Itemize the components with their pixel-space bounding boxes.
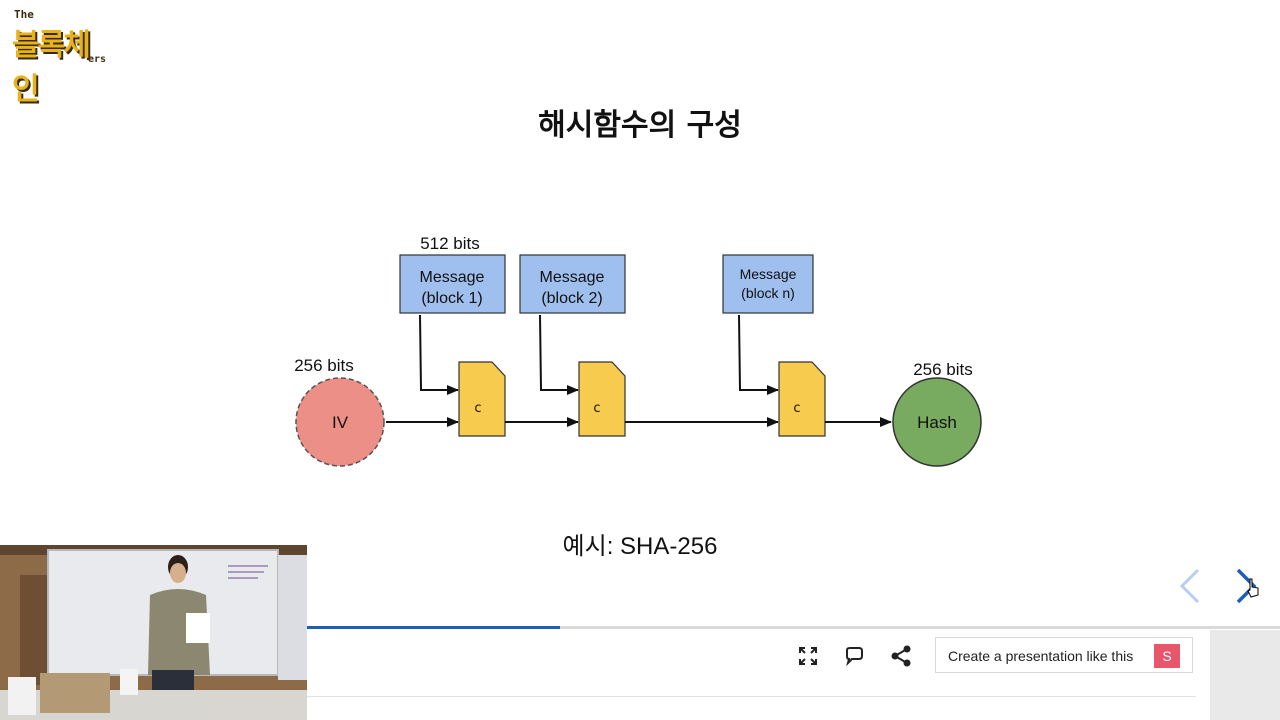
iv-node: IV [295,377,385,467]
page-edge-strip [1210,630,1280,720]
message-block-n-line2: (block n) [741,285,795,301]
iv-label: IV [332,413,349,432]
slide-title: 해시함수의 구성 [538,108,742,143]
logo-ers-text: ers [88,54,107,65]
iv-bits-label: 256 bits [294,356,354,375]
message-block-2-line2: (block 2) [541,290,602,307]
message-block-2-line1: Message [540,269,605,286]
message-block-n: Message (block n) [722,254,814,314]
toolbar-divider [307,696,1196,697]
compression-label-2: c [593,401,600,416]
logo-main-text: 블록체인 [12,28,91,107]
compression-label-1: c [474,401,481,416]
compression-label-n: c [793,401,800,416]
message-bits-label: 512 bits [420,234,480,253]
slide-progress-fill [307,626,560,629]
message-block-1-line2: (block 1) [421,290,482,307]
webcam-overlay [0,545,307,720]
presentation-toolbar: Create a presentation like this S [307,630,1210,720]
comment-icon[interactable] [842,644,866,668]
create-presentation-button[interactable]: Create a presentation like this S [935,637,1193,673]
hash-label: Hash [917,413,957,432]
message-n-arrow [738,314,779,395]
hash-bits-label: 256 bits [913,360,973,379]
slide-progress-bar [307,626,1280,629]
compression-block-1: c [458,361,506,437]
message-2-arrow [539,314,579,395]
fullscreen-icon[interactable] [796,644,820,668]
brand-badge: S [1154,644,1180,668]
message-block-2: Message (block 2) [519,254,626,314]
slide-caption: 예시: SHA-256 [562,533,718,560]
compression-block-2: c [578,361,626,437]
message-block-n-line1: Message [740,266,797,282]
webcam-scene [0,545,307,720]
channel-logo: The 블록체인 ers [12,8,112,107]
previous-slide-button[interactable] [1176,566,1206,606]
chevron-right-icon [1236,568,1257,604]
hand-cursor-icon [1247,578,1259,598]
share-icon[interactable] [889,644,913,668]
compression-block-n: c [778,361,826,437]
message-block-1-line1: Message [420,269,485,286]
next-slide-button[interactable] [1232,566,1262,606]
create-presentation-label: Create a presentation like this [948,648,1134,664]
logo-the-text: The [14,8,34,21]
message-1-arrow [419,314,459,395]
hash-node: Hash [892,377,982,467]
message-block-1: Message (block 1) [399,254,506,314]
chevron-left-icon [1179,568,1200,604]
